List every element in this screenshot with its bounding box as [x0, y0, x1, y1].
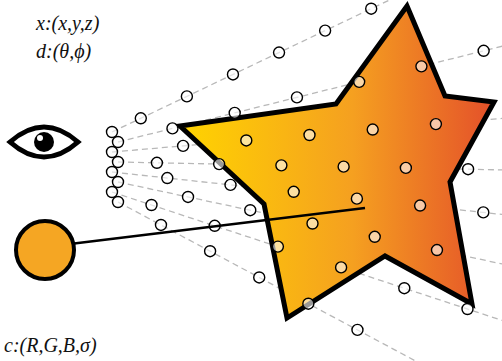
- sample-point: [135, 113, 146, 124]
- sample-point: [227, 69, 238, 80]
- sample-point: [367, 124, 378, 135]
- ray-group: [112, 0, 502, 361]
- sample-point: [304, 130, 315, 141]
- sample-point: [366, 3, 377, 14]
- sample-point: [303, 298, 314, 309]
- sample-point: [151, 157, 162, 168]
- sample-point: [162, 173, 173, 184]
- sample-point: [113, 157, 124, 168]
- eye-outline: [10, 127, 78, 157]
- sample-point: [320, 25, 331, 36]
- sample-point: [113, 177, 124, 188]
- star-object: [180, 6, 494, 318]
- sample-point: [430, 119, 441, 130]
- sample-point: [288, 186, 299, 197]
- sample-point: [274, 47, 285, 58]
- position-label: x:(x,y,z): [36, 12, 99, 34]
- sample-point: [416, 61, 427, 72]
- eye-pupil: [34, 132, 54, 152]
- sample-point: [214, 159, 225, 170]
- sample-point: [415, 200, 426, 211]
- sample-point: [276, 160, 287, 171]
- sample-point: [107, 147, 118, 158]
- sample-point: [399, 283, 410, 294]
- sample-point: [178, 140, 189, 151]
- sample-point: [229, 107, 240, 118]
- sample-point: [183, 191, 194, 202]
- sample-point: [369, 231, 380, 242]
- output-label: c:(R,G,B,σ): [4, 334, 97, 356]
- eye-highlight: [37, 135, 43, 141]
- sample-point: [181, 91, 192, 102]
- sample-point: [146, 200, 157, 211]
- sample-point: [167, 123, 178, 134]
- sample-point: [107, 167, 118, 178]
- sample-point: [272, 241, 283, 252]
- sample-point: [462, 304, 473, 315]
- sample-point: [478, 45, 489, 56]
- sample-point: [463, 164, 474, 175]
- sample-point: [351, 193, 362, 204]
- sample-point: [107, 187, 118, 198]
- leader-line: [70, 208, 365, 244]
- sample-point: [431, 245, 442, 256]
- sample-point: [155, 219, 166, 230]
- sample-point: [205, 246, 216, 257]
- sample-point: [113, 197, 124, 208]
- sample-point: [107, 127, 118, 138]
- sample-point: [336, 262, 347, 273]
- sample-point: [400, 162, 411, 173]
- sample-point: [225, 179, 236, 190]
- direction-label: d:(θ,ϕ): [36, 40, 91, 62]
- sample-point: [245, 205, 256, 216]
- sample-point: [307, 218, 318, 229]
- sample-point: [478, 207, 489, 218]
- eye-icon: [10, 127, 78, 157]
- sample-point: [338, 161, 349, 172]
- sample-point: [291, 92, 302, 103]
- sample-point: [241, 135, 252, 146]
- sample-points: [107, 3, 490, 335]
- sample-point: [354, 76, 365, 87]
- sample-point: [352, 324, 363, 335]
- sample-point: [113, 137, 124, 148]
- sample-point: [254, 272, 265, 283]
- color-circle: [16, 221, 74, 279]
